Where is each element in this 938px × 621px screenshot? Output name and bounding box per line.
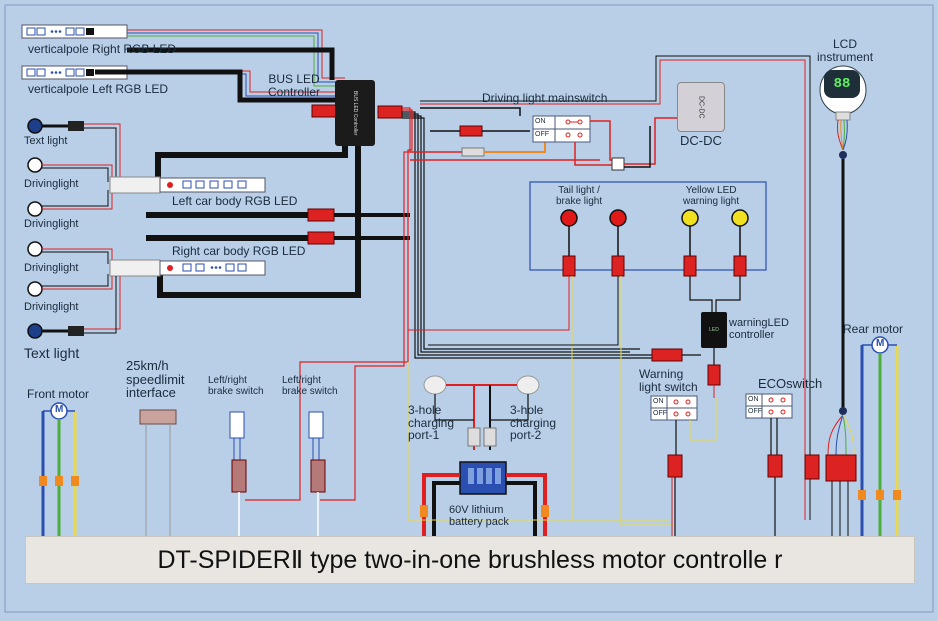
label-vertical-right: verticalpole Right RGB LED [28, 42, 177, 56]
rear-motor-symbol: M [876, 338, 885, 349]
diagram-frame [4, 4, 934, 613]
label-yellow-led: Yellow LED warning light [683, 185, 740, 207]
warning-switch-on-label: ON [653, 398, 664, 405]
main-switch-on-label: ON [535, 118, 546, 125]
label-lcd-instrument: LCD instrument [817, 37, 874, 64]
label-battery: 60V lithium battery pack [449, 504, 509, 528]
label-dcdc: DC-DC [680, 133, 722, 148]
label-charging-port-2: 3-hole charging port-2 [510, 403, 557, 443]
fuse-holder [461, 147, 485, 157]
speed-limit-connector-graphic [139, 409, 177, 540]
eco-switch-connector [767, 454, 783, 478]
front-motor-symbol: M [55, 404, 64, 415]
eco-switch-on-label: ON [748, 396, 759, 403]
bus-connector-right [377, 105, 403, 119]
label-speed-limit: 25km/h speedlimit interface [126, 358, 185, 401]
warning-switch-lower-connector [667, 454, 683, 478]
driving-light-4 [27, 274, 113, 297]
bus-harness-left [155, 146, 361, 298]
dcdc-marking: DC-DC [697, 95, 705, 119]
label-text-light-top: Text light [24, 135, 68, 147]
right-body-connector [307, 231, 335, 245]
controller-title: DT-SPIDERⅡ type two-in-one brushless mot… [157, 546, 783, 574]
label-eco-switch: ECOswitch [758, 376, 823, 391]
label-front-motor: Front motor [27, 387, 90, 401]
relay-plug [611, 157, 625, 171]
vertical-pole-left-led-strip [21, 65, 128, 80]
brake-switch-1-graphic [229, 411, 247, 540]
lcd-connector [804, 454, 820, 480]
warning-light-switch-graphic [650, 395, 698, 421]
warning-led-controller: LED [701, 312, 727, 348]
eco-switch-off-label: OFF [748, 408, 762, 415]
warning-controller-connector [707, 364, 721, 386]
warning-switch-off-label: OFF [653, 410, 667, 417]
switch-connector-red [459, 125, 483, 137]
motor-controller-bar: DT-SPIDERⅡ type two-in-one brushless mot… [25, 536, 915, 584]
lcd-screen: 88 [824, 70, 860, 98]
main-switch-off-label: OFF [535, 131, 549, 138]
rear-motor-hall-connector [825, 454, 857, 482]
bus-connector-left [311, 104, 337, 118]
right-body-rgb-strip [109, 259, 266, 277]
label-driving-light-3: Drivinglight [24, 262, 79, 274]
text-light-bottom [27, 276, 121, 339]
main-harness [245, 107, 680, 501]
label-text-light-bottom: Text light [24, 345, 80, 361]
rear-motor-harness [827, 414, 855, 456]
label-warning-led-controller: warningLED controller [729, 317, 789, 341]
brake-switch-2-graphic [308, 411, 326, 540]
rear-lamps [560, 209, 749, 277]
label-right-body-rgb: Right car body RGB LED [172, 244, 306, 258]
charging-ports-graphic [423, 375, 540, 450]
label-rear-motor: Rear motor [843, 322, 904, 336]
label-bus-controller: BUS LED Controller [268, 72, 321, 99]
label-warning-light-switch: Warning light switch [639, 367, 698, 394]
bus-led-controller: BUS LED Controller [335, 80, 375, 146]
driving-light-main-switch-graphic [532, 115, 591, 143]
rear-lights-box [529, 181, 767, 271]
bus-controller-marking: BUS LED Controller [352, 90, 358, 136]
lcd-instrument-graphic [819, 65, 867, 415]
battery-pack-graphic [420, 461, 549, 540]
vertical-pole-right-led-strip [21, 24, 128, 39]
label-left-body-rgb: Left car body RGB LED [172, 194, 298, 208]
lcd-digits: 88 [833, 76, 851, 92]
driving-light-1 [27, 157, 113, 182]
rear-motor-graphic [858, 336, 901, 540]
label-brake-switch-2: Left/right brake switch [282, 375, 338, 397]
dc-dc-converter: DC-DC [677, 82, 725, 132]
label-vertical-left: verticalpole Left RGB LED [28, 82, 169, 96]
label-driving-light-1: Drivinglight [24, 178, 79, 190]
front-motor-graphic [39, 402, 79, 540]
left-body-connector [307, 208, 335, 222]
warning-controller-marking: LED [709, 327, 719, 333]
driving-light-3 [27, 241, 113, 264]
label-driving-light-4: Drivinglight [24, 301, 79, 313]
label-driving-light-2: Drivinglight [24, 218, 79, 230]
label-charging-port-1: 3-hole charging port-1 [408, 403, 455, 443]
warning-switch-connector [651, 348, 683, 362]
label-brake-switch-1: Left/right brake switch [208, 375, 264, 397]
driving-light-2 [27, 190, 113, 217]
left-body-rgb-strip [109, 176, 266, 194]
label-driving-light-main-switch: Driving light mainswitch [482, 91, 608, 105]
eco-switch-graphic [745, 393, 793, 419]
text-light-top [27, 118, 121, 182]
label-tail-brake: Tail light / brake light [556, 185, 603, 207]
